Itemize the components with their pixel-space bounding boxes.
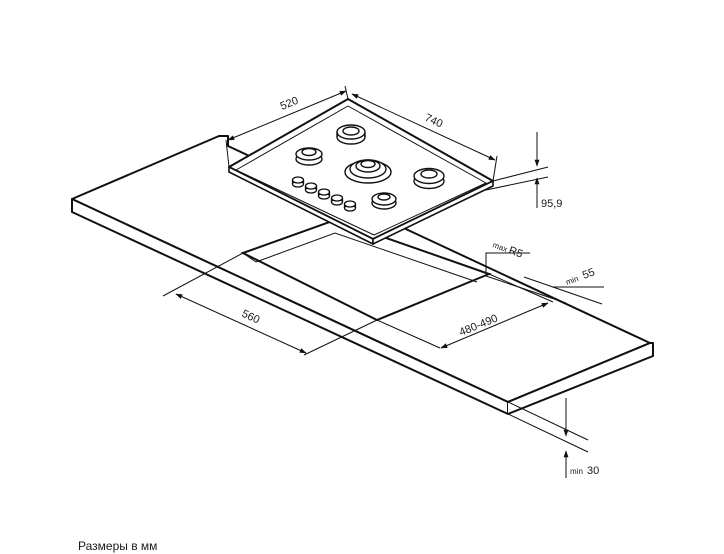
label-rear-clearance-prefix: min xyxy=(565,274,580,287)
burner-rear xyxy=(336,124,366,145)
label-worktop-thickness-prefix: min xyxy=(570,467,583,476)
label-hob-height: 95,9 xyxy=(541,198,562,210)
cutout-depth-edge xyxy=(242,252,257,263)
burner-left xyxy=(295,147,323,166)
label-corner-radius: R5 xyxy=(507,245,524,261)
control-knobs xyxy=(291,176,357,212)
knob-icon xyxy=(317,188,331,200)
label-corner-radius-prefix: max xyxy=(491,240,508,254)
label-hob-depth: 520 xyxy=(279,95,301,113)
burner-right xyxy=(413,167,445,190)
worktop-side-edge xyxy=(507,342,654,415)
dim-line-480-490 xyxy=(440,302,549,349)
burner-center-wok xyxy=(344,159,392,184)
knob-icon xyxy=(291,176,305,188)
dim-leader-r5 xyxy=(485,252,530,274)
hob-side-edge xyxy=(372,180,494,245)
label-worktop-thickness: 30 xyxy=(587,465,599,477)
dim-line-520 xyxy=(227,90,347,141)
units-note: Размеры в мм xyxy=(78,539,158,553)
knob-icon xyxy=(304,182,318,194)
dim-line-560 xyxy=(175,293,307,354)
label-rear-clearance: 55 xyxy=(581,266,597,281)
burner-front xyxy=(371,192,397,210)
dim-line-740 xyxy=(351,93,496,161)
knob-icon xyxy=(330,194,344,206)
cutout-inner-wall xyxy=(255,232,478,283)
label-cutout-width: 560 xyxy=(240,308,262,327)
knob-icon xyxy=(343,200,357,212)
dimension-lines xyxy=(162,85,604,478)
